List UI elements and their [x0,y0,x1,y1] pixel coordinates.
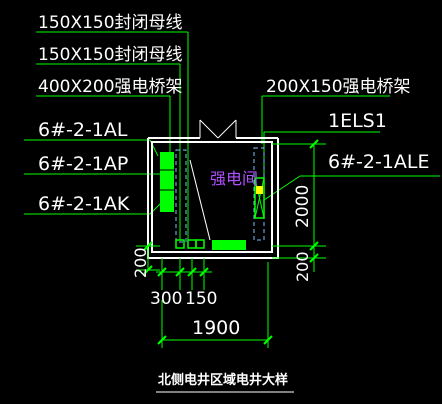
panel-al-label: 6#-2-1AL [38,119,128,141]
drawing-title: 北侧电井区域电井大样 [158,372,288,388]
tick-8 [263,335,273,345]
panel-ale-box [254,177,265,219]
tray-left [175,149,187,243]
panel-ale-x2 [254,177,265,219]
busway-1-label: 150X150封闭母线 [38,13,183,33]
panel-ak-label: 6#-2-1AK [38,193,130,215]
dim-left-text: 200 [131,247,150,278]
door-arc-left [199,119,219,139]
tick-11 [309,253,319,263]
tick-4 [175,267,185,277]
busway-box-1 [175,239,185,249]
shaft-walls [147,137,279,259]
leader-lines [24,31,440,240]
dim-bottom-300: 300 [150,289,182,309]
tick-1 [143,241,153,251]
room-name: 强电间 [210,169,258,188]
shaft-outer-wall [147,138,279,259]
dimension-lines [136,143,326,348]
door-arc-right [217,119,237,139]
tick-9 [309,139,319,149]
panel-els-marker [256,186,263,194]
tray-right-label: 200X150强电桥架 [266,77,411,97]
tray-left-outline [175,149,187,243]
busway-box-2 [187,239,197,249]
door-swing [199,119,237,139]
tick-10 [309,241,319,251]
floor-cabinet [212,240,246,250]
dim-right-200: 200 [293,251,312,282]
panel-els-label: 1ELS1 [328,110,387,132]
tray-left-label: 400X200强电桥架 [38,77,183,97]
busway-boxes [175,239,205,249]
dimension-ticks [143,139,319,345]
tick-5 [187,267,197,277]
tick-3 [157,267,167,277]
shaft-inner-wall [151,141,273,253]
dim-width-text: 1900 [192,317,240,339]
dim-right-2000: 2000 [293,185,313,228]
tick-7 [157,335,167,345]
panel-al-ap-ak-cabinet [160,152,174,212]
busway-diagonal [189,159,211,241]
busway-box-3 [195,239,205,249]
dim-bottom-150: 150 [185,289,217,309]
busway-2-label: 150X150封闭母线 [38,45,183,65]
tick-6 [199,267,209,277]
panel-ale-label: 6#-2-1ALE [328,151,430,173]
tick-2 [143,265,153,275]
ale-leader [263,175,301,201]
panel-ap-label: 6#-2-1AP [38,153,128,175]
